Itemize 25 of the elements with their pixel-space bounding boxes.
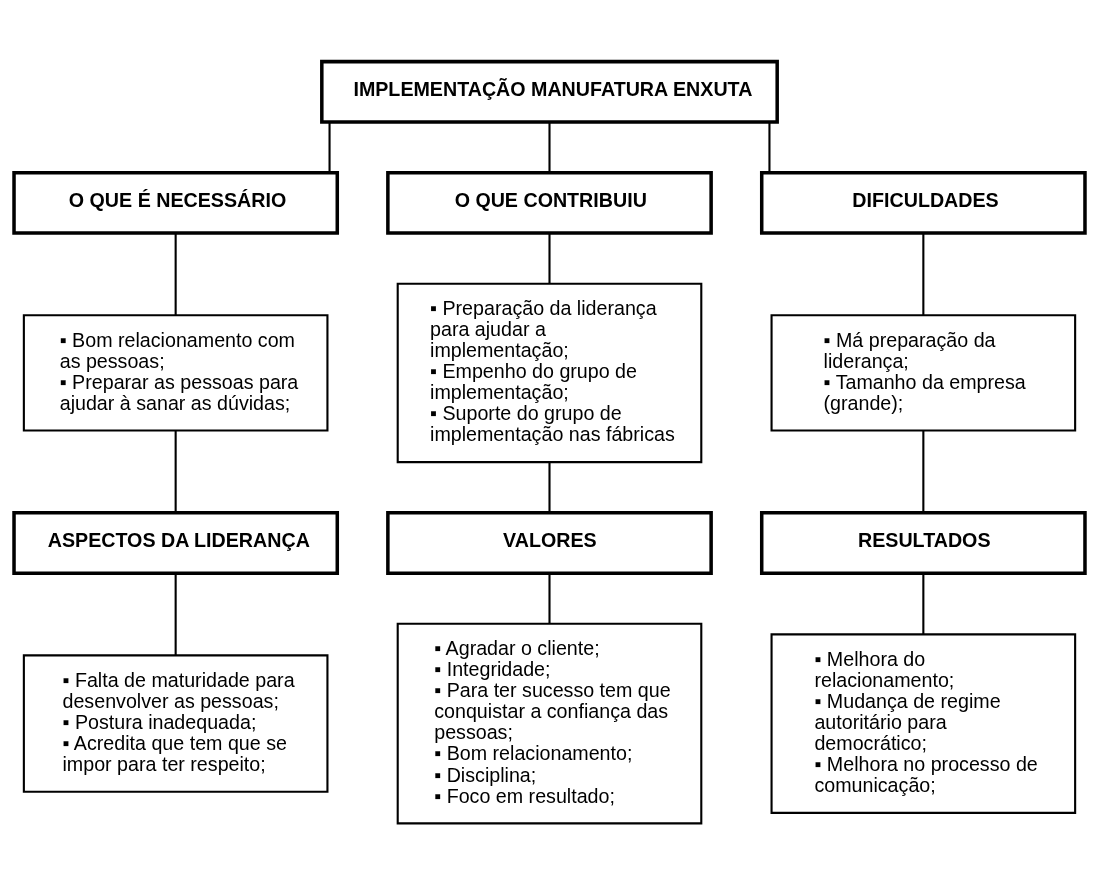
node-box: IMPLEMENTAÇÃO MANUFATURA ENXUTA — [320, 59, 779, 124]
connector — [922, 572, 925, 634]
node-box: ASPECTOS DA LIDERANÇA — [12, 510, 340, 575]
node-box: ▪ Falta de maturidade para desenvolver as pessoas; ▪ Postura inadequada; ▪ Acredita que tem que se impor para ter respeito; — [22, 653, 329, 793]
node-box: ▪ Má preparação da liderança; ▪ Tamanho da empresa (grande); — [770, 313, 1077, 432]
node-box: RESULTADOS — [759, 510, 1087, 575]
connector — [922, 232, 925, 315]
connector — [548, 232, 551, 283]
node-box: DIFICULDADES — [759, 170, 1087, 235]
connector — [548, 121, 551, 173]
connector — [174, 572, 177, 655]
connector — [548, 572, 551, 623]
connector — [922, 430, 925, 512]
node-box: ▪ Melhora do relacionamento; ▪ Mudança de regime autoritário para democrático; ▪ Melhora no processo de comunicação; — [770, 632, 1077, 814]
connector — [174, 232, 177, 315]
node-box: O QUE CONTRIBUIU — [386, 170, 713, 235]
node-box: ▪ Agradar o cliente; ▪ Integridade; ▪ Para ter sucesso tem que conquistar a confiança das pessoas; ▪ Bom relacionamento; ▪ Disciplina; ▪ Foco em resultado; — [396, 622, 703, 824]
node-box: ▪ Preparação da liderança para ajudar a implementação; ▪ Empenho do grupo de implementação; ▪ Suporte do grupo de implementação nas fábricas — [396, 282, 703, 463]
node-box: ▪ Bom relacionamento com as pessoas; ▪ Preparar as pessoas para ajudar à sanar as dúvidas; — [22, 313, 329, 432]
connector — [768, 121, 771, 173]
connector — [328, 121, 331, 173]
connector — [548, 461, 551, 513]
node-box: VALORES — [386, 510, 713, 575]
connector — [174, 430, 177, 512]
node-box: O QUE É NECESSÁRIO — [12, 170, 340, 235]
